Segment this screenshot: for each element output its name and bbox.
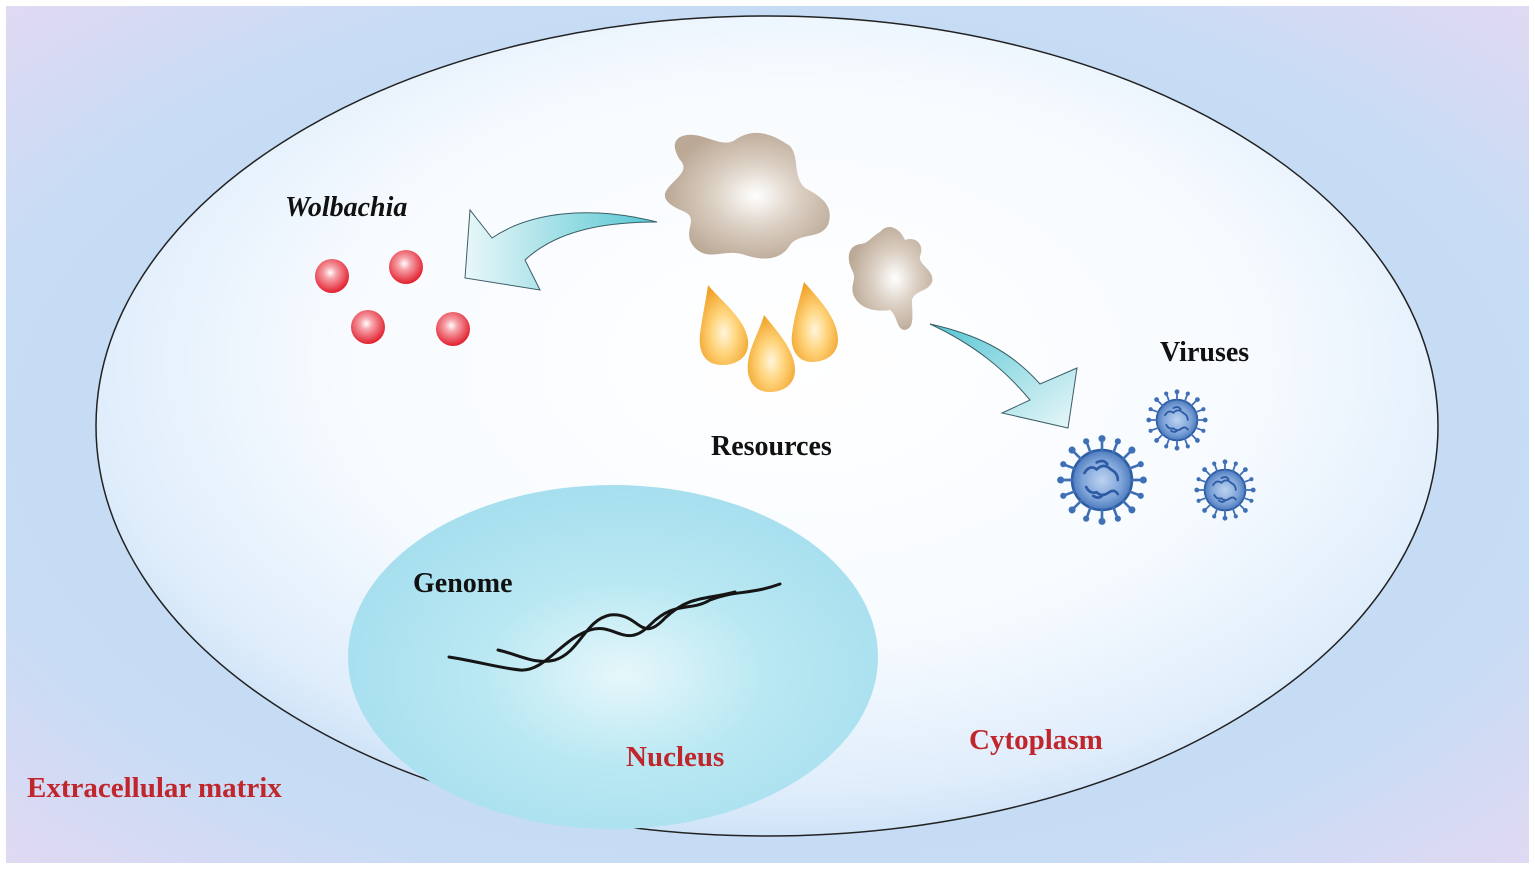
resource-drop-icon [791, 282, 838, 362]
virus-icon [1055, 433, 1149, 527]
resource-blob-icon [664, 132, 830, 259]
resource-drop-icon [699, 285, 749, 365]
nucleus-body [348, 485, 878, 829]
wolbachia-label: Wolbachia [285, 192, 407, 223]
virus-icon [1193, 458, 1257, 522]
extracellular-matrix-label: Extracellular matrix [27, 772, 282, 804]
wolbachia-sphere-icon [436, 312, 470, 346]
wolbachia-sphere-icon [389, 250, 423, 284]
resources-label: Resources [711, 431, 832, 462]
viruses-label: Viruses [1160, 337, 1249, 368]
curved-arrow-icon [929, 323, 1078, 429]
resource-drop-icon [747, 315, 795, 392]
virus-icon [1145, 388, 1209, 452]
wolbachia-sphere-icon [351, 310, 385, 344]
wolbachia-sphere-icon [315, 259, 349, 293]
genome-label: Genome [413, 568, 513, 599]
curved-arrow-icon [464, 208, 658, 291]
cytoplasm-label: Cytoplasm [969, 724, 1103, 756]
dna-helix-icon [447, 582, 782, 672]
resource-blob-icon [848, 226, 933, 330]
nucleus-label: Nucleus [626, 741, 724, 773]
